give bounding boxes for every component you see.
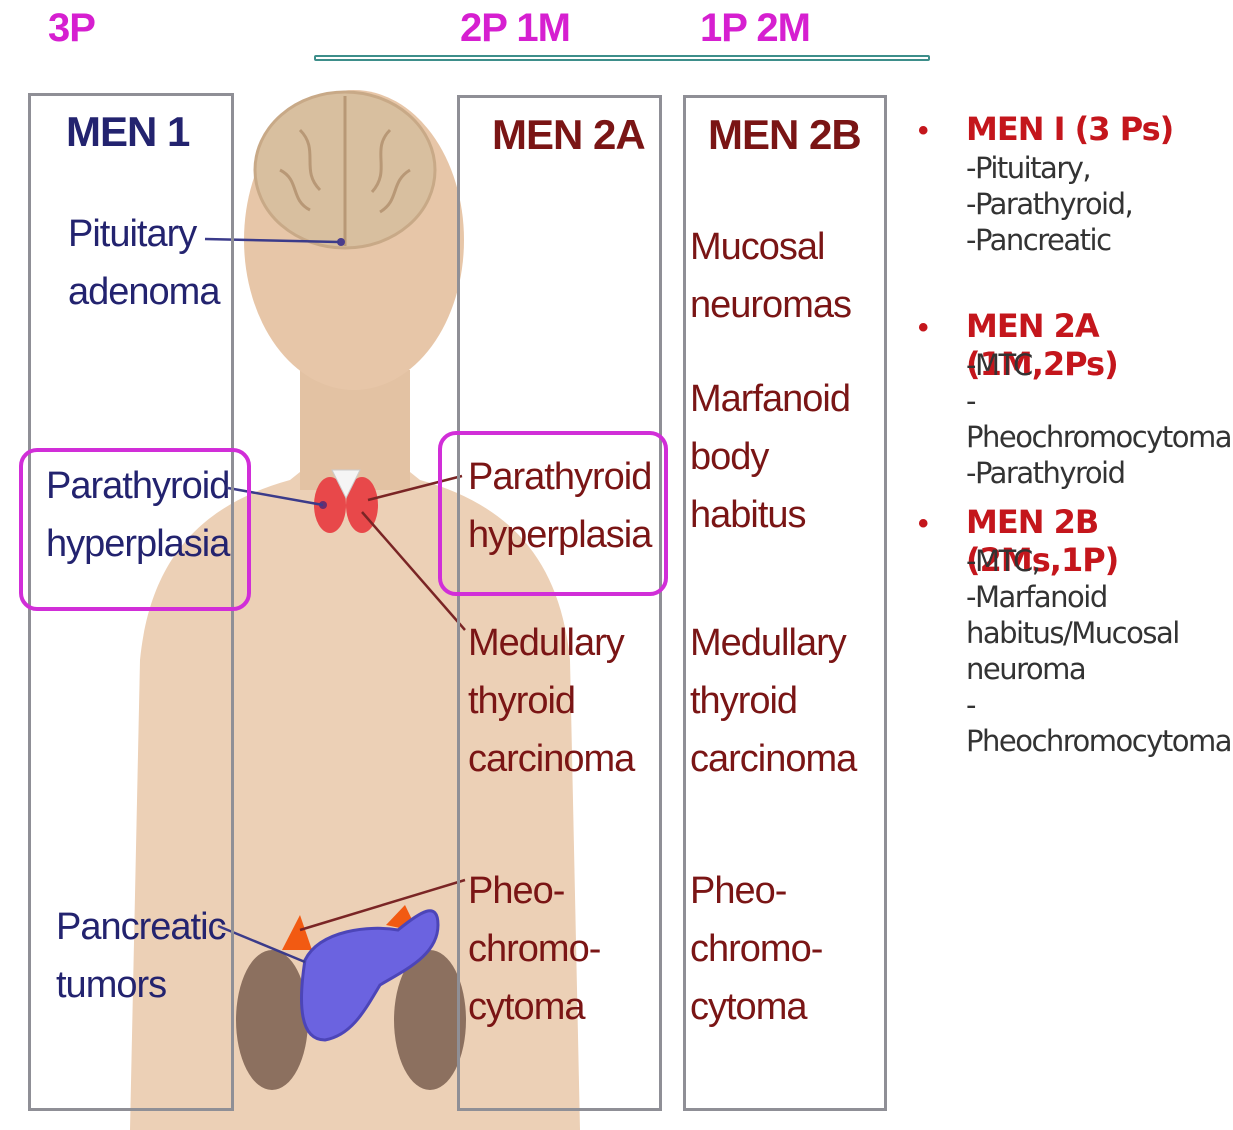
men2b-title: MEN 2B [708, 111, 861, 159]
men1-count-label: 3P [48, 6, 95, 51]
men2a-title: MEN 2A [492, 111, 645, 159]
men1-pituitary-label: Pituitary adenoma [68, 205, 219, 321]
summary-body-men2a: -MTC -Pheochromocytoma -Parathyroid [966, 347, 1233, 491]
men2a-pheo-label: Pheo- chromo- cytoma [468, 862, 600, 1036]
summary-title-men1: MEN I (3 Ps) [966, 110, 1173, 148]
men2b-pheo-label: Pheo- chromo- cytoma [690, 862, 822, 1036]
men1-parathyroid-label: Parathyroid hyperplasia [46, 457, 229, 573]
summary-bullet-men1: • [918, 114, 929, 148]
summary-body-men1: -Pituitary, -Parathyroid, -Pancreatic [966, 150, 1132, 258]
summary-bullet-men2a: • [918, 311, 929, 345]
summary-body-men2b: -MTC, -Marfanoid habitus/Mucosal neuroma… [966, 543, 1233, 759]
men1-pancreatic-label: Pancreatic tumors [56, 898, 226, 1014]
men2b-marfanoid-label: Marfanoid body habitus [690, 370, 850, 544]
men2a-parathyroid-label: Parathyroid hyperplasia [468, 448, 651, 564]
men2b-count-label: 1P 2M [700, 6, 810, 51]
men2b-mtc-label: Medullary thyroid carcinoma [690, 614, 856, 788]
men1-title: MEN 1 [66, 108, 189, 156]
men2a-count-label: 2P 1M [460, 6, 570, 51]
left-kidney [236, 950, 308, 1090]
men2-group-bracket [314, 55, 930, 61]
men2a-mtc-label: Medullary thyroid carcinoma [468, 614, 634, 788]
men2b-mucosal-label: Mucosal neuromas [690, 218, 851, 334]
summary-bullet-men2b: • [918, 507, 929, 541]
